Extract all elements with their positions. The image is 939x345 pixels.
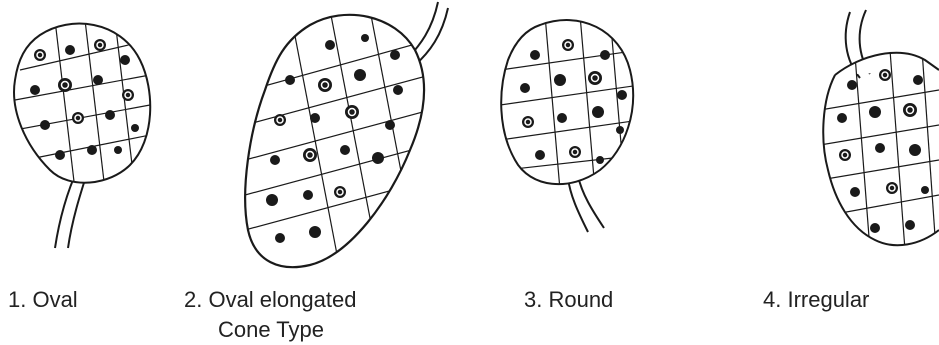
stem [568,178,588,232]
shape-panel-round: 3. Round [450,0,670,345]
shape-panel-oval-elongated: 2. Oval elongated Cone Type [180,0,450,345]
tuber-outline [14,24,150,183]
oval-tuber-drawing [0,0,180,250]
shape-caption: 1. Oval [8,286,78,313]
oval-elongated-tuber-drawing [180,0,450,275]
shape-caption: 2. Oval elongated [184,286,356,313]
shape-caption-line2: Cone Type [218,316,324,343]
shape-caption: 3. Round [524,286,613,313]
shape-panel-irregular: 4. Irregular [670,0,939,345]
irregular-tuber-drawing [670,0,939,260]
shape-panel-oval: 1. Oval [0,0,180,345]
round-tuber-drawing [450,0,670,240]
shape-caption: 4. Irregular [763,286,869,313]
